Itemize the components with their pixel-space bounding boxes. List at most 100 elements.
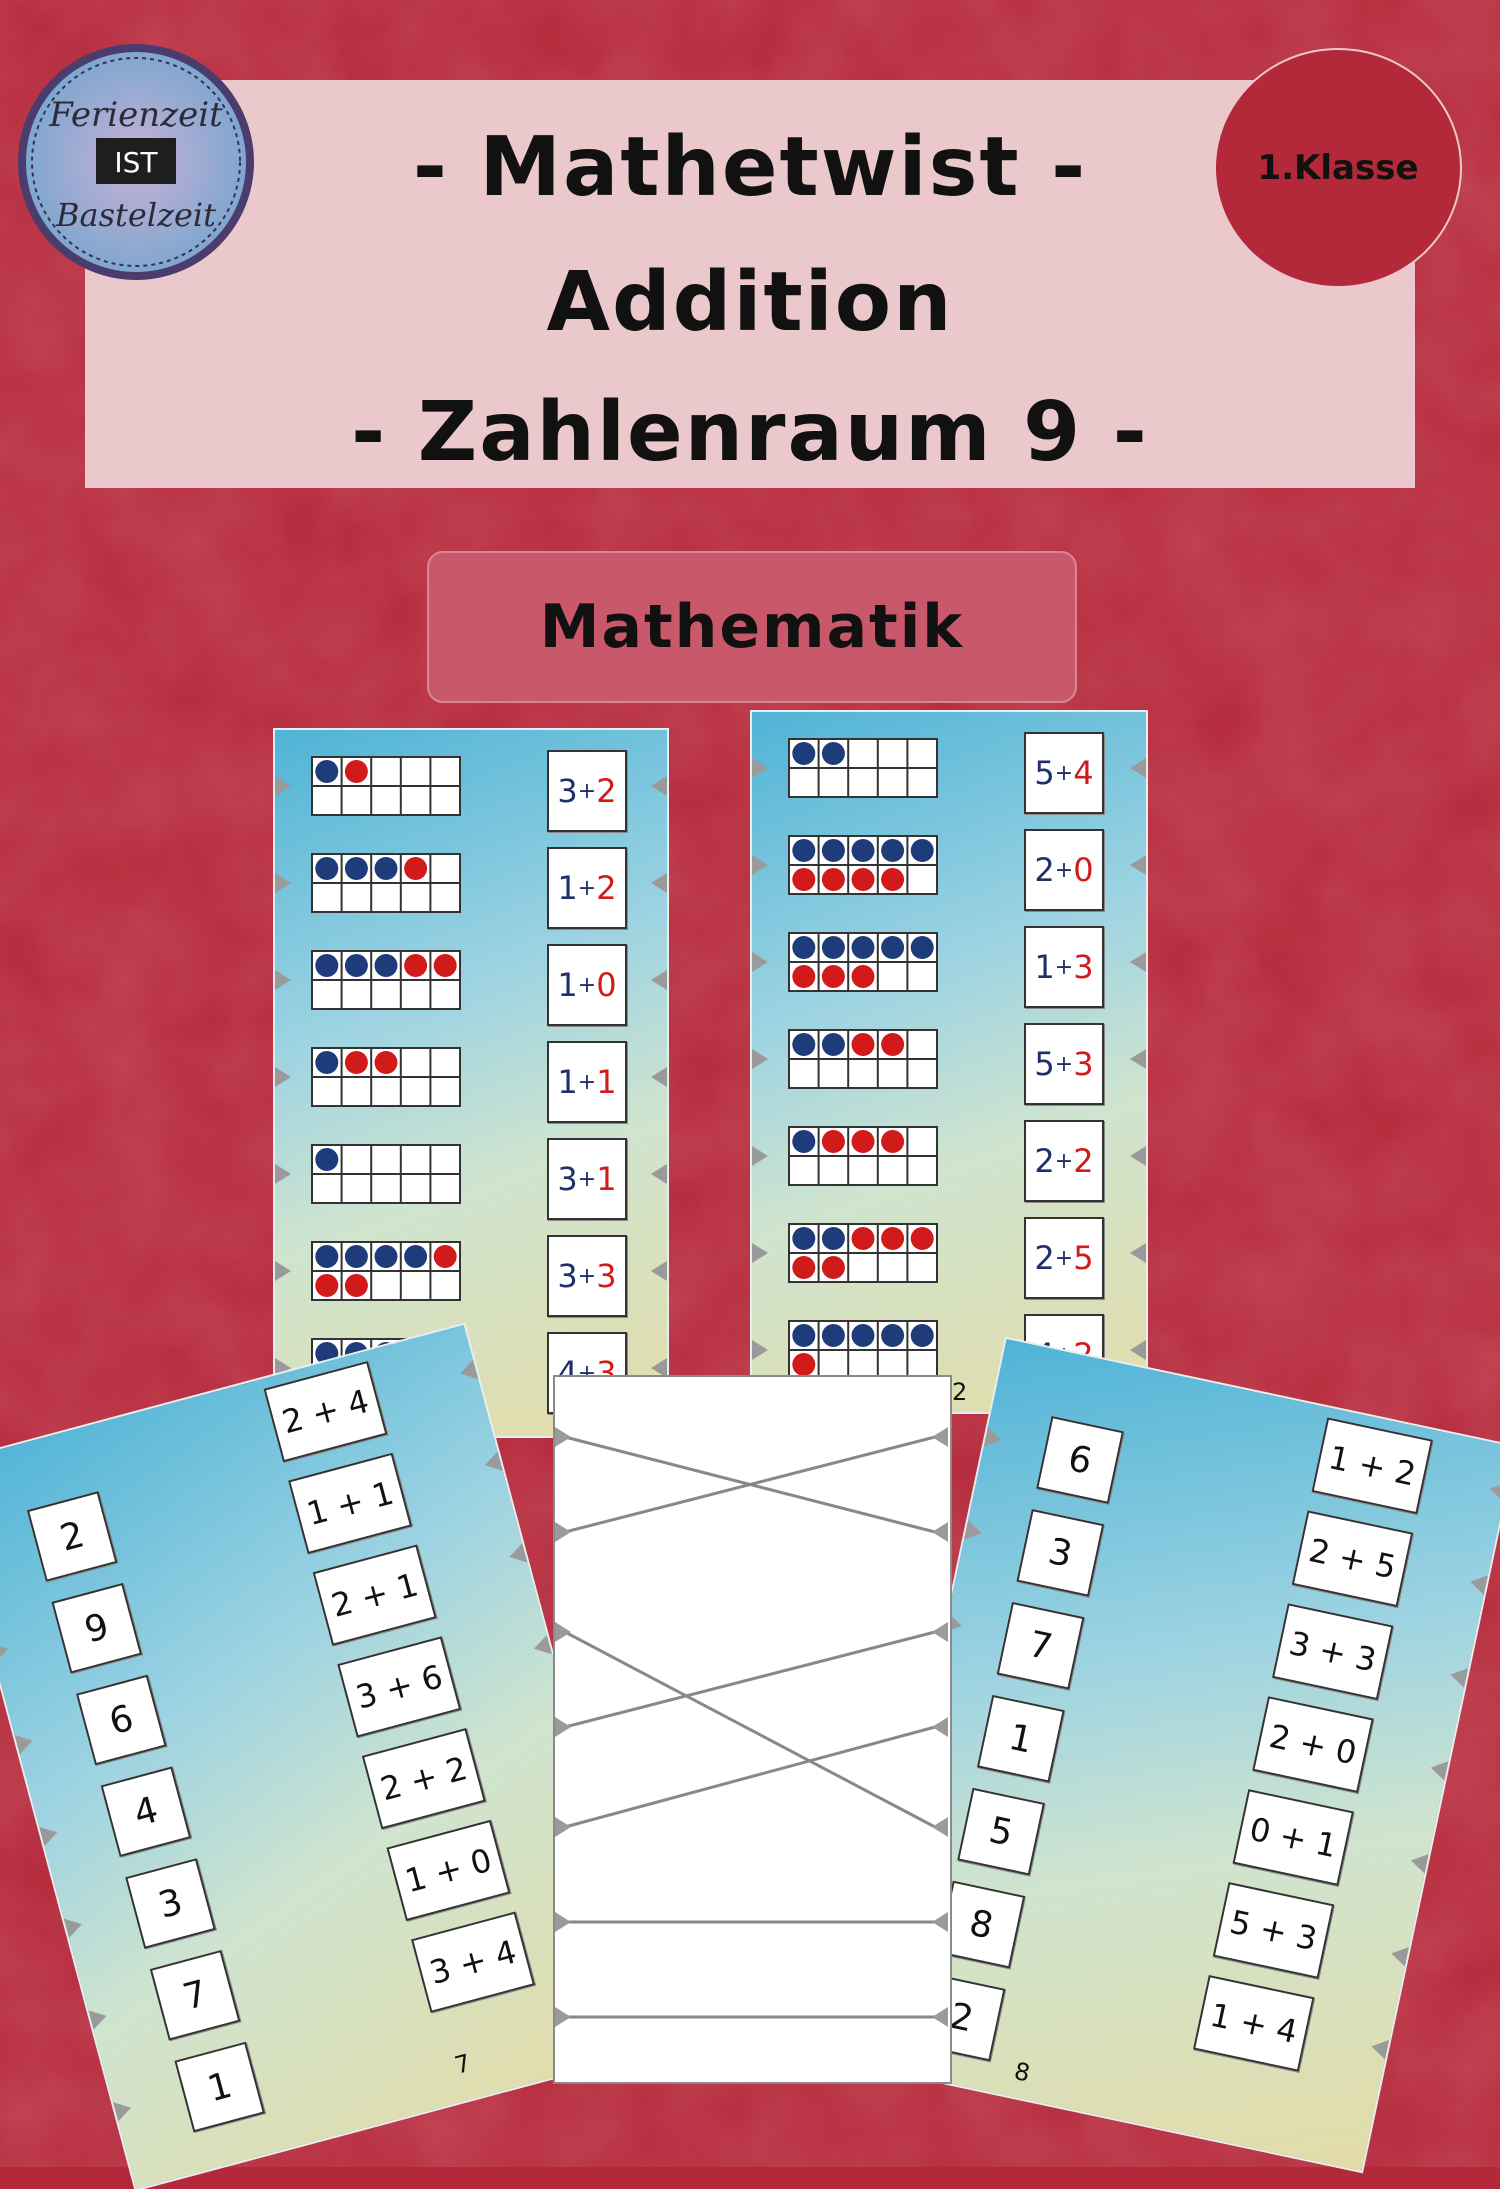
sum-second: 2 bbox=[596, 772, 617, 810]
sum-plus: + bbox=[577, 1166, 597, 1192]
sum-card: 2 + 5 bbox=[1291, 1510, 1414, 1608]
dot-blue bbox=[910, 936, 934, 959]
connector-left bbox=[752, 758, 768, 778]
number-card: 1 bbox=[174, 2041, 265, 2133]
dot-red bbox=[851, 1033, 875, 1056]
sum-first: 3 bbox=[557, 1257, 578, 1295]
connector-right bbox=[1130, 1340, 1146, 1360]
title-banner: - Mathetwist - Addition - Zahlenraum 9 - bbox=[85, 80, 1415, 488]
dot-red bbox=[344, 1274, 368, 1297]
sum-card: 1 + 0 bbox=[386, 1819, 511, 1922]
number-card: 6 bbox=[76, 1674, 167, 1766]
sum-card: 2+2 bbox=[1024, 1120, 1104, 1202]
connector-left bbox=[275, 1067, 291, 1087]
sum-card: 3+1 bbox=[547, 1138, 627, 1220]
sum-card: 5+3 bbox=[1024, 1023, 1104, 1105]
sum-second: 0 bbox=[596, 966, 617, 1004]
connector-right bbox=[651, 970, 667, 990]
sum-card: 1 + 2 bbox=[1311, 1417, 1433, 1515]
sum-card: 1+2 bbox=[547, 847, 627, 929]
sum-first: 3 bbox=[557, 772, 578, 810]
number-card: 7 bbox=[149, 1949, 241, 2041]
sum-card: 5+4 bbox=[1024, 732, 1104, 814]
ten-frame bbox=[788, 1029, 938, 1089]
sum-plus: + bbox=[577, 1263, 597, 1289]
sum-first: 1 bbox=[1034, 948, 1055, 986]
dot-red bbox=[404, 954, 428, 977]
sum-plus: + bbox=[1054, 954, 1074, 980]
ten-frame bbox=[311, 756, 461, 816]
ten-frame-cell bbox=[788, 1320, 938, 1380]
number-card: 1 bbox=[976, 1694, 1065, 1783]
connector-right bbox=[1130, 1243, 1146, 1263]
sum-card: 3+3 bbox=[547, 1235, 627, 1317]
dot-blue bbox=[821, 1324, 845, 1347]
sum-second: 2 bbox=[596, 869, 617, 907]
dot-red bbox=[374, 1051, 398, 1074]
ten-frame-cell bbox=[311, 853, 461, 913]
dot-red bbox=[792, 1353, 816, 1376]
dot-blue bbox=[792, 1324, 816, 1347]
ten-frame-cell bbox=[788, 932, 938, 992]
ten-frame bbox=[788, 932, 938, 992]
connector-right bbox=[651, 1067, 667, 1087]
dot-blue bbox=[851, 936, 875, 959]
card-ten-frames-2: 5+42+01+35+32+22+54+22 bbox=[752, 712, 1146, 1412]
connector-right bbox=[1130, 952, 1146, 972]
ten-frame-cell bbox=[311, 950, 461, 1010]
connector-right bbox=[651, 873, 667, 893]
dot-red bbox=[851, 1130, 875, 1153]
connector-left bbox=[0, 1639, 11, 1663]
ten-frame-cell bbox=[788, 1126, 938, 1186]
title-mathetwist: - Mathetwist - bbox=[412, 120, 1088, 215]
sum-card: 2 + 2 bbox=[361, 1728, 486, 1830]
dot-blue bbox=[821, 1227, 845, 1250]
number-card: 3 bbox=[125, 1858, 216, 1949]
sum-card: 1 + 1 bbox=[288, 1452, 413, 1555]
connector-right bbox=[651, 776, 667, 796]
dot-blue bbox=[792, 1033, 816, 1056]
ten-frame bbox=[311, 1241, 461, 1301]
card-solution-back bbox=[553, 1375, 952, 2084]
connector-left bbox=[752, 855, 768, 875]
connector-right bbox=[651, 1358, 667, 1378]
sum-first: 5 bbox=[1034, 754, 1055, 792]
dot-blue bbox=[792, 839, 816, 862]
connector-right bbox=[1130, 1146, 1146, 1166]
number-card: 7 bbox=[996, 1601, 1085, 1690]
number-card: 4 bbox=[100, 1766, 192, 1858]
dot-red bbox=[433, 954, 457, 977]
dot-red bbox=[315, 1274, 339, 1297]
sum-first: 2 bbox=[1034, 1239, 1055, 1277]
sum-card: 2 + 1 bbox=[312, 1544, 437, 1646]
ten-frame-cell bbox=[788, 835, 938, 895]
dot-blue bbox=[792, 936, 816, 959]
sum-second: 5 bbox=[1073, 1239, 1094, 1277]
dot-blue bbox=[881, 1324, 905, 1347]
connector-left bbox=[275, 1261, 291, 1281]
sum-card: 1 + 4 bbox=[1193, 1974, 1315, 2072]
dot-red bbox=[821, 868, 845, 891]
dot-red bbox=[851, 965, 875, 988]
dot-blue bbox=[910, 1324, 934, 1347]
dot-blue bbox=[315, 1245, 339, 1268]
sum-plus: + bbox=[1054, 1148, 1074, 1174]
dot-red bbox=[881, 1130, 905, 1153]
sum-card: 2 + 4 bbox=[263, 1360, 388, 1463]
sum-first: 1 bbox=[557, 966, 578, 1004]
sum-second: 3 bbox=[1073, 948, 1094, 986]
sum-second: 1 bbox=[596, 1160, 617, 1198]
sum-card: 1+3 bbox=[1024, 926, 1104, 1008]
sum-second: 4 bbox=[1073, 754, 1094, 792]
number-card: 5 bbox=[957, 1787, 1045, 1876]
sum-card: 2+5 bbox=[1024, 1217, 1104, 1299]
dot-red bbox=[910, 1227, 934, 1250]
ten-frame bbox=[788, 835, 938, 895]
subject-label: Mathematik bbox=[427, 551, 1077, 703]
connector-left bbox=[752, 1146, 768, 1166]
dot-blue bbox=[315, 954, 339, 977]
ten-frame bbox=[788, 1223, 938, 1283]
dot-blue bbox=[792, 742, 816, 765]
number-card: 9 bbox=[51, 1582, 143, 1674]
ten-frame bbox=[788, 738, 938, 798]
